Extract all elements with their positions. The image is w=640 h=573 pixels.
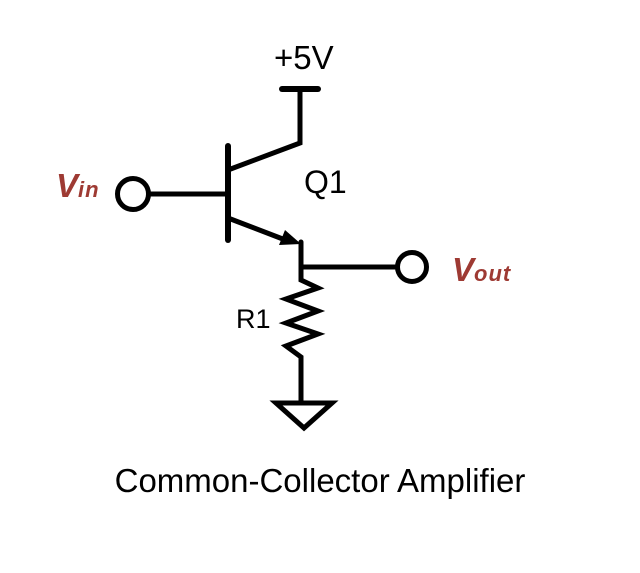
power-rail-label: +5V <box>274 39 334 76</box>
emitter-wire <box>225 215 291 244</box>
input-signal-label-sub: in <box>78 177 100 202</box>
resistor-zigzag-icon <box>278 264 326 406</box>
emitter-arrow-icon <box>279 230 301 245</box>
transistor-designator: Q1 <box>304 164 347 200</box>
resistor-designator: R1 <box>236 304 271 334</box>
input-signal-label-main: V <box>56 167 79 204</box>
output-terminal-icon <box>395 250 429 284</box>
collector-wire <box>225 86 303 173</box>
output-signal-label: Vout <box>452 253 511 286</box>
input-signal-label: Vin <box>56 169 100 202</box>
output-signal-label-sub: out <box>474 261 512 286</box>
ground-icon <box>269 400 339 432</box>
input-terminal-icon <box>115 176 151 212</box>
output-signal-label-main: V <box>452 251 475 288</box>
diagram-title: Common-Collector Amplifier <box>114 462 526 499</box>
